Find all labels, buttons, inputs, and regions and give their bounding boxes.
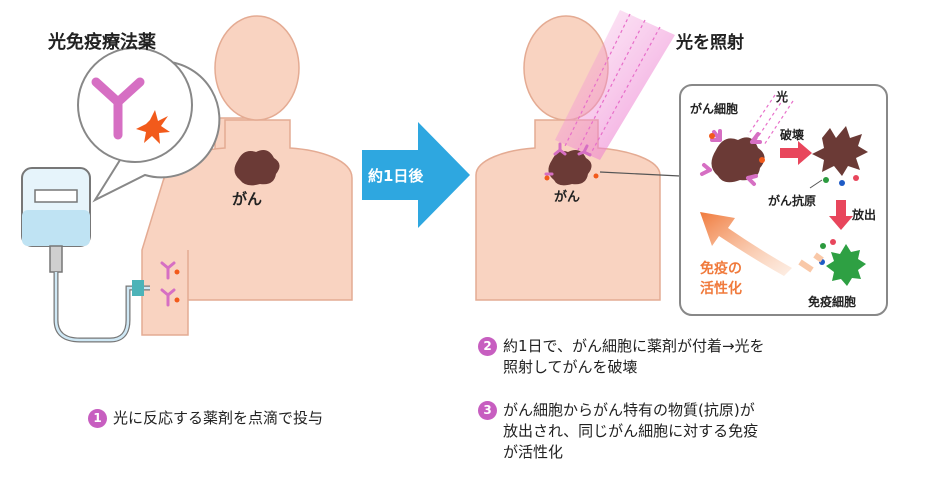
step-3-text-line2: 放出され、同じがん細胞に対する免疫 bbox=[503, 422, 759, 440]
step-2-text-line2: 照射してがんを破壊 bbox=[503, 358, 638, 376]
light-beam bbox=[555, 10, 675, 160]
activation-label-line1: 免疫の bbox=[700, 261, 742, 277]
release-label: 放出 bbox=[852, 208, 877, 222]
step-3: 3 がん細胞からがん特有の物質(抗原)が 放出され、同じがん細胞に対する免疫 が… bbox=[478, 400, 758, 463]
step-number-badge: 3 bbox=[478, 401, 497, 420]
tumor-right bbox=[548, 150, 592, 186]
immune-cell-label: 免疫細胞 bbox=[808, 295, 857, 309]
inset-cancer-cell bbox=[711, 137, 765, 183]
antibody-icon bbox=[91, 77, 145, 140]
release-arrow bbox=[829, 200, 853, 230]
step-3-text-line3: が活性化 bbox=[503, 443, 564, 461]
arrow-label: 約1日後 bbox=[368, 167, 424, 185]
destroy-arrow bbox=[780, 141, 812, 165]
cancer-label-right: がん bbox=[554, 190, 581, 205]
light-label: 光を照射 bbox=[676, 33, 744, 53]
step-2-text-line1: 約1日で、がん細胞に薬剤が付着→光を bbox=[503, 337, 765, 355]
step-3-text-line1: がん細胞からがん特有の物質(抗原)が bbox=[503, 401, 755, 419]
step-number-badge: 1 bbox=[88, 409, 107, 428]
drug-title: 光免疫療法薬 bbox=[48, 32, 156, 53]
time-arrow bbox=[362, 122, 470, 228]
antigen-label: がん抗原 bbox=[768, 194, 817, 208]
step-2: 2 約1日で、がん細胞に薬剤が付着→光を 照射してがんを破壊 bbox=[478, 336, 765, 378]
photo-absorber-icon bbox=[136, 110, 170, 144]
tumor-left bbox=[234, 150, 280, 186]
antibody-in-arm-icon bbox=[160, 261, 176, 307]
step-1: 1 光に反応する薬剤を点滴で投与 bbox=[88, 408, 323, 429]
immune-cell-icon bbox=[826, 244, 866, 286]
drug-bubble bbox=[77, 47, 221, 203]
activation-label-line2: 活性化 bbox=[700, 281, 742, 297]
inset-light-label: 光 bbox=[776, 90, 789, 104]
inset-cancer-cell-label: がん細胞 bbox=[690, 102, 739, 116]
activation-arrow bbox=[700, 212, 792, 276]
destroy-label: 破壊 bbox=[780, 128, 805, 142]
step-number-badge: 2 bbox=[478, 337, 497, 356]
destroyed-cell-icon bbox=[812, 126, 868, 176]
cancer-label-left: がん bbox=[232, 190, 263, 208]
light-beam-lines bbox=[564, 13, 661, 156]
patient-body-left bbox=[141, 15, 353, 336]
step-1-text: 光に反応する薬剤を点滴で投与 bbox=[113, 409, 324, 427]
iv-bag-icon bbox=[21, 167, 150, 343]
